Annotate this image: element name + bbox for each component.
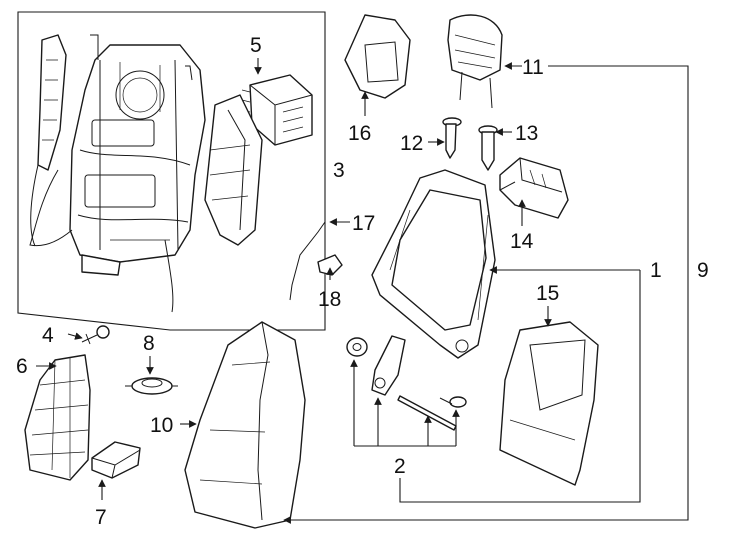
seat-back-frame-harness [29,34,206,313]
callout-3: 3 [333,159,345,182]
leaders [36,58,689,524]
side-wire-strip [30,34,67,247]
callout-15: 15 [536,282,559,305]
callout-4: 4 [42,324,54,347]
bolt-2 [439,396,467,408]
callout-9: 9 [697,259,709,282]
callout-6: 6 [16,355,28,378]
headrest-guide-left [442,117,462,159]
callout-1: 1 [650,259,662,282]
back-panel [499,321,599,486]
recliner-motor [371,335,406,396]
connecting-rod [397,395,457,431]
callout-8: 8 [143,332,155,355]
headrest-guide-right [478,125,498,171]
clip [317,254,343,276]
headrest [447,14,503,109]
callout-10: 10 [150,414,173,437]
callout-16: 16 [348,122,371,145]
callout-5: 5 [250,34,262,57]
callout-13: 13 [515,122,538,145]
back-panel-pad [344,14,411,99]
callout-17: 17 [352,212,375,235]
support-rod [289,221,326,301]
callout-7: 7 [95,506,107,529]
seat-back-cover [184,321,306,529]
callout-12: 12 [400,132,423,155]
group-3-outline [17,11,326,331]
lumbar-pad [24,354,91,481]
side-bolster-frame [204,94,263,246]
callout-11: 11 [522,56,544,79]
headrest-bracket [499,157,569,219]
callout-18: 18 [318,288,341,311]
callout-14: 14 [510,230,534,253]
pulley [125,377,178,395]
seat-back-frame [371,169,496,359]
screw-4 [81,325,110,345]
callout-2: 2 [394,455,406,478]
actuator [91,441,141,479]
washer [346,337,368,357]
